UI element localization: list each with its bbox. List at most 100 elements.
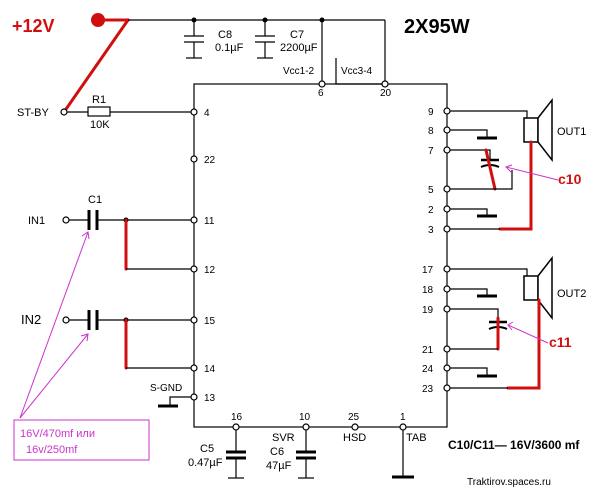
c8-name: C8 <box>218 29 232 41</box>
pin-8-label: 8 <box>428 126 434 137</box>
capacitor-caption: C10/C11— 16V/3600 mf <box>448 438 580 452</box>
pin-25-label: 25 <box>348 412 360 423</box>
pin-4 <box>190 108 198 116</box>
note-line-2: 16v/250mf <box>26 444 78 456</box>
r1-name: R1 <box>92 94 106 106</box>
note-arrow-2 <box>19 333 89 419</box>
pin-25 <box>351 423 359 431</box>
pin-16-label: 16 <box>231 412 243 423</box>
pin-13 <box>190 393 198 401</box>
pin-18 <box>443 285 451 293</box>
c10-arrow <box>505 166 559 181</box>
pin-15 <box>190 316 198 324</box>
standby-jumper <box>62 18 130 114</box>
pin-12 <box>190 265 198 273</box>
pin-6-label: 6 <box>318 88 324 99</box>
pin-5 <box>443 185 451 193</box>
pin-14-label: 14 <box>204 364 216 375</box>
pin-9 <box>443 107 451 115</box>
c10-label: c10 <box>558 171 582 187</box>
pin-17-label: 17 <box>422 265 434 276</box>
c10-bottom-wire <box>450 170 513 190</box>
pin-4-label: 4 <box>204 108 210 119</box>
pin2-ground-wire <box>450 208 488 215</box>
pin-19 <box>443 305 451 313</box>
note-box <box>13 419 150 461</box>
pin-3 <box>443 225 451 233</box>
c7-capacitor <box>255 17 275 59</box>
out2-speaker-icon <box>523 255 553 321</box>
pin-23 <box>443 384 451 392</box>
pin-9-label: 9 <box>428 107 434 118</box>
schematic-title: 2X95W <box>404 16 470 38</box>
pin-3-label: 3 <box>428 225 434 236</box>
out2-minus-jumper <box>506 298 541 390</box>
pin-7 <box>443 146 451 154</box>
pin-7-label: 7 <box>428 146 434 157</box>
c8-value: 0.1µF <box>215 42 244 54</box>
out1-plus-wire <box>450 110 528 118</box>
out1-speaker-icon <box>523 97 553 163</box>
pin-21 <box>443 345 451 353</box>
in1-terminal <box>62 216 70 224</box>
c10-jumper <box>484 148 497 191</box>
pin-17 <box>443 265 451 273</box>
r1-resistor <box>87 106 111 117</box>
pin-12-label: 12 <box>204 265 216 276</box>
pin-5-label: 5 <box>428 185 434 196</box>
c11-arrow <box>507 324 549 344</box>
c7-value: 2200µF <box>280 42 318 54</box>
supply-label: +12V <box>12 16 55 36</box>
c6-capacitor <box>296 430 316 479</box>
vcc34-label: Vcc3-4 <box>341 66 373 77</box>
pin-22-label: 22 <box>204 155 216 166</box>
watermark: Traktirov.spaces.ru <box>467 477 551 488</box>
c6-name: C6 <box>270 446 284 458</box>
pin-8 <box>443 126 451 134</box>
out1-minus-jumper <box>498 140 533 231</box>
c11-top-wire <box>450 308 499 322</box>
pin-2 <box>443 205 451 213</box>
c5-capacitor <box>226 430 246 479</box>
in2-terminal <box>62 316 70 324</box>
standby-label: ST-BY <box>17 107 49 119</box>
pin-19-label: 19 <box>422 305 434 316</box>
c7-name: C7 <box>290 29 304 41</box>
pin24-ground-wire <box>450 367 488 375</box>
pin-1-label: 1 <box>400 412 406 423</box>
svr-label: SVR <box>272 432 295 444</box>
pin-16 <box>232 423 240 431</box>
out1-label: OUT1 <box>557 126 586 138</box>
pin-14 <box>190 364 198 372</box>
c10-top-wire <box>450 149 491 160</box>
c1-name: C1 <box>88 194 102 206</box>
pin8-ground-wire <box>450 129 488 137</box>
pin-21-label: 21 <box>422 345 434 356</box>
pin-1 <box>399 423 407 431</box>
note-arrow-1 <box>19 231 89 419</box>
out2-plus-wire <box>450 268 528 276</box>
c8-capacitor <box>184 17 204 59</box>
pin-18-label: 18 <box>422 285 434 296</box>
sgnd-label: S-GND <box>150 383 182 394</box>
pin-11 <box>190 216 198 224</box>
pin-20-label: 20 <box>380 88 392 99</box>
pin-13-label: 13 <box>204 393 216 404</box>
sgnd-wire <box>169 396 191 405</box>
tab-label: TAB <box>406 432 427 444</box>
c11-label: c11 <box>549 334 572 350</box>
c5-name: C5 <box>200 443 214 455</box>
pin-22 <box>190 155 198 163</box>
in2-label: IN2 <box>21 312 41 327</box>
note-line-1: 16V/470mf или <box>20 428 95 440</box>
ic-body <box>193 83 448 428</box>
in1-label: IN1 <box>28 215 45 227</box>
pin-2-label: 2 <box>428 205 434 216</box>
pin-10 <box>302 423 310 431</box>
pin-24-label: 24 <box>422 364 434 375</box>
pin-15-label: 15 <box>204 316 216 327</box>
pin-11-label: 11 <box>204 216 215 227</box>
c6-value: 47µF <box>266 460 292 472</box>
r1-value: 10K <box>90 119 110 131</box>
pin-10-label: 10 <box>299 412 311 423</box>
